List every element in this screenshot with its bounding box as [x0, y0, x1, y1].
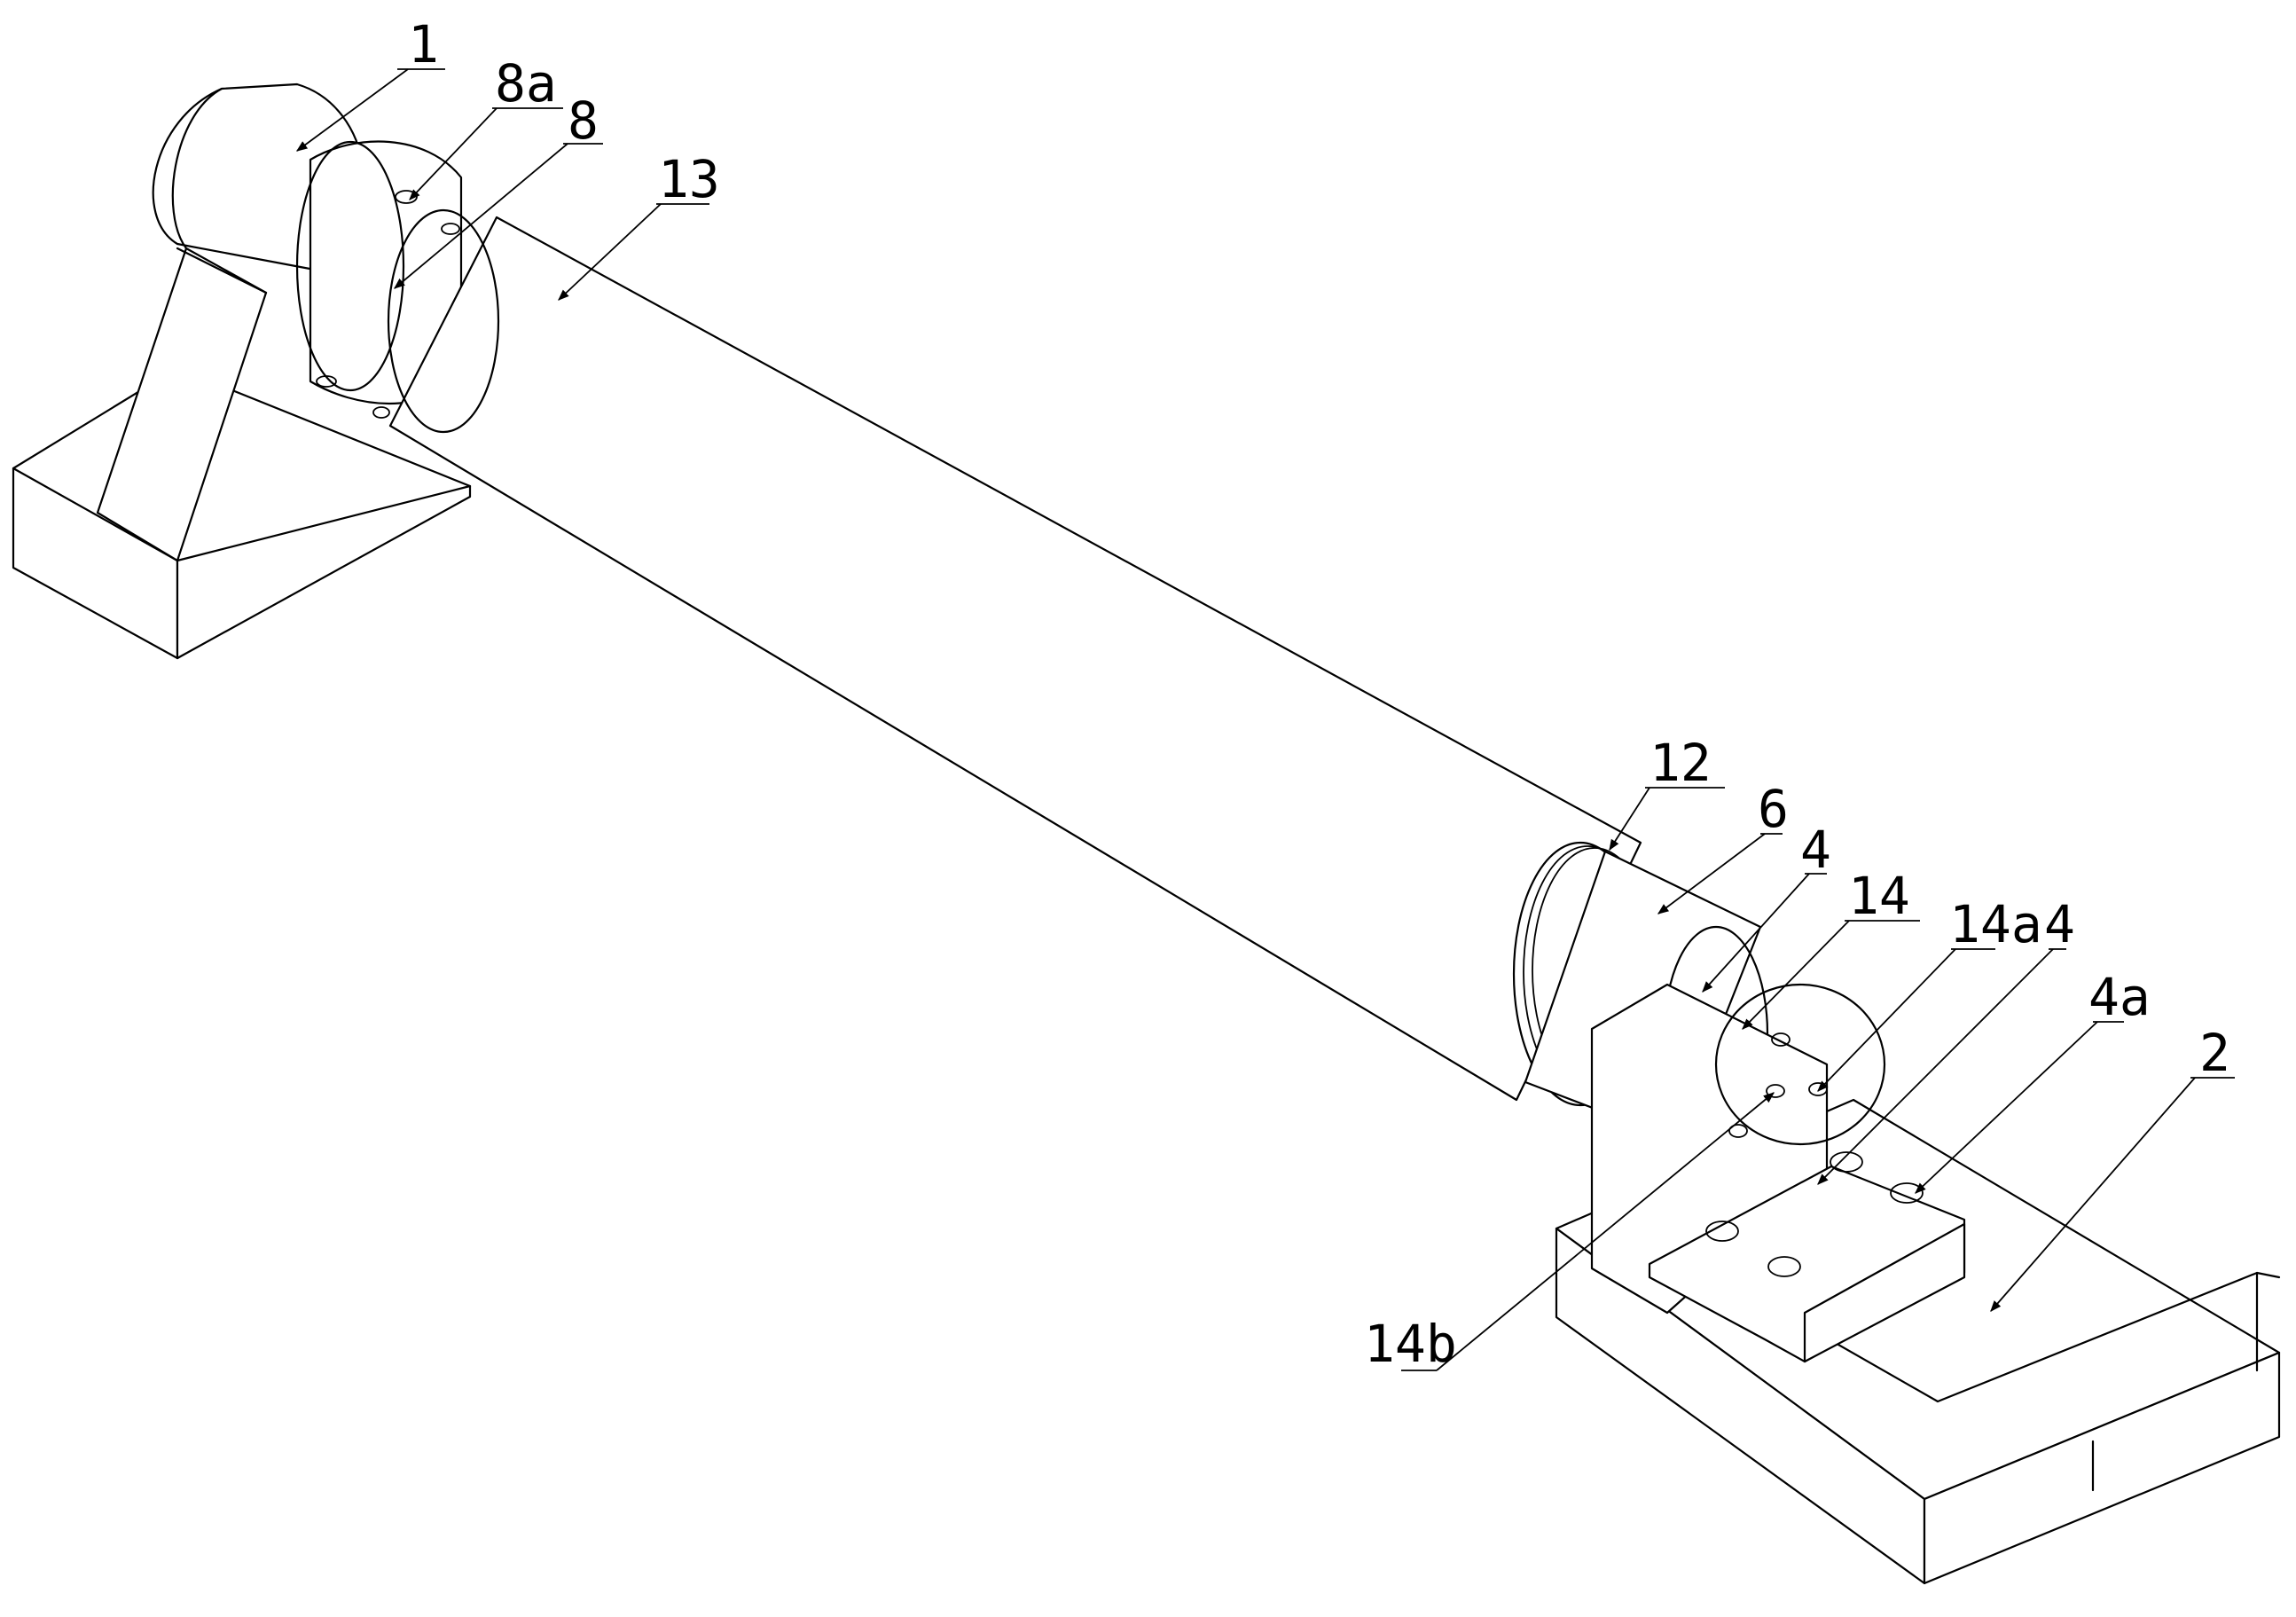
reference-labels: 1 8a 8 13 12 6 4 14 14a 4 4a 2 14b: [408, 14, 2230, 1374]
roller-tube: [387, 208, 1642, 1102]
label-14a: 14a: [1949, 894, 2042, 954]
label-14: 14: [1848, 866, 1910, 926]
label-2: 2: [2199, 1023, 2230, 1083]
label-14b: 14b: [1364, 1314, 1457, 1374]
leader-lines: [295, 68, 2235, 1371]
label-12: 12: [1650, 733, 1712, 793]
right-bearing-support-4: [1590, 983, 1966, 1363]
label-4a: 4a: [2088, 967, 2151, 1027]
label-1: 1: [408, 14, 439, 75]
label-6: 6: [1758, 779, 1789, 839]
label-4-upper: 4: [1800, 820, 1831, 880]
label-8: 8: [568, 90, 599, 151]
label-13: 13: [658, 149, 720, 209]
left-bearing-support: [96, 82, 365, 562]
label-4-lower: 4: [2044, 894, 2075, 954]
label-8a: 8a: [495, 53, 557, 114]
